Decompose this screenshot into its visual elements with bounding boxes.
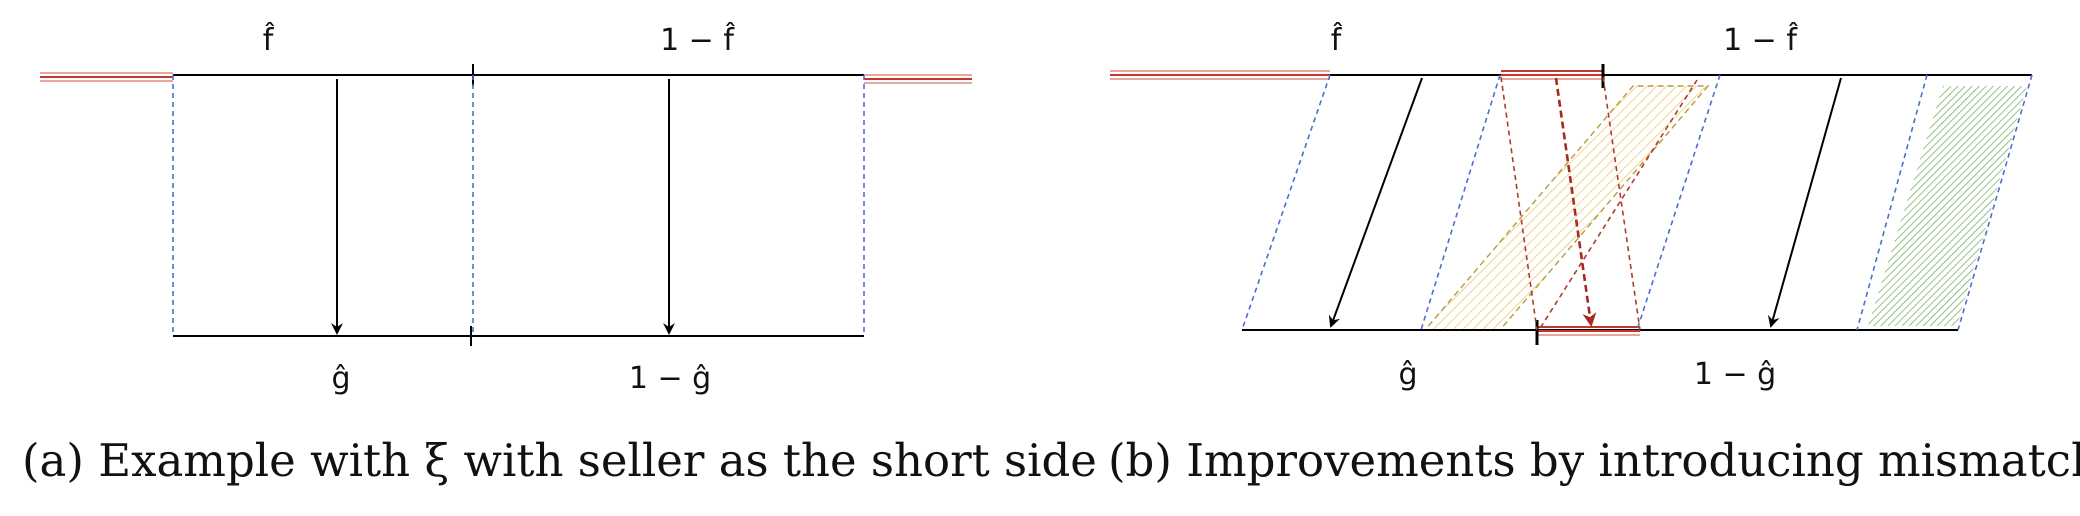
label-g-hat-b: ĝ: [1398, 357, 1417, 392]
label-f-hat-b: f̂: [1331, 22, 1343, 58]
blue-dashed-1: [1241, 74, 1331, 331]
label-g-hat: ĝ: [331, 361, 350, 396]
arrow-b-right: [1767, 77, 1842, 328]
red-segment-left: [40, 72, 173, 82]
label-one-minus-g-hat-b: 1 − ĝ: [1694, 357, 1776, 392]
arrow-b-left: [1328, 77, 1423, 328]
red-dashed-right: [1602, 76, 1641, 331]
label-one-minus-f-hat-b: 1 − f̂: [1723, 22, 1798, 58]
panel-b: f̂ 1 − f̂ ĝ 1 − ĝ (b) Improvements by in…: [1108, 22, 2080, 487]
green-hatched-region: [1868, 86, 2027, 326]
red-dashed-left: [1500, 76, 1538, 331]
label-one-minus-g-hat: 1 − ĝ: [629, 361, 711, 396]
red-segment-bottom-middle: [1537, 326, 1640, 336]
blue-dashed-4: [1856, 74, 1928, 331]
red-dashed-cross: [1538, 79, 1698, 331]
yellow-hatched-region: [1423, 85, 1710, 331]
red-segment-top-left: [1110, 70, 1330, 80]
red-dashed-arrow: [1554, 77, 1597, 327]
label-one-minus-f-hat: 1 − f̂: [660, 22, 735, 58]
caption-a: (a) Example with ξ with seller as the sh…: [22, 434, 1097, 487]
caption-b: (b) Improvements by introducing mismatch…: [1108, 434, 2080, 487]
label-f-hat: f̂: [263, 22, 275, 58]
red-segment-right: [864, 74, 972, 84]
red-segment-top-middle: [1501, 70, 1603, 80]
panel-a: f̂ 1 − f̂ ĝ 1 − ĝ (a) Example with ξ wit…: [22, 22, 1097, 487]
